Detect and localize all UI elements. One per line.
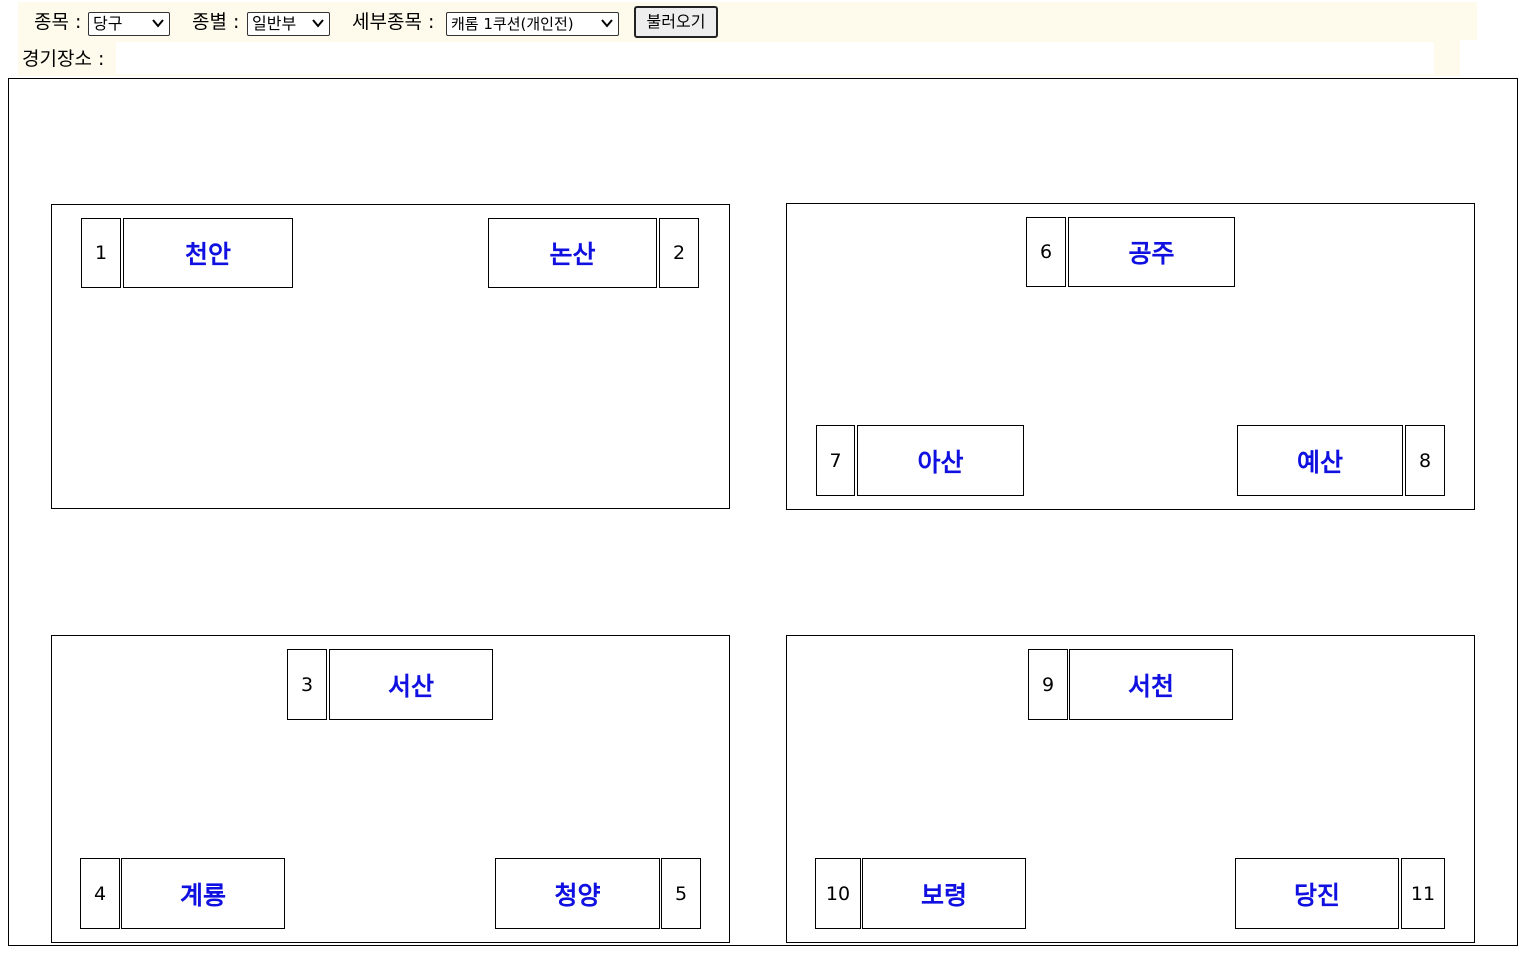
seed-number: 7 (829, 449, 842, 472)
group-box: 1 천안 논산 2 (51, 204, 730, 509)
seed-number: 10 (825, 882, 851, 905)
team-name: 청양 (554, 880, 601, 910)
seed-cell: 11 (1401, 858, 1445, 929)
team-name: 계룡 (179, 880, 226, 910)
team-name: 공주 (1128, 239, 1175, 268)
group-box: 6 공주 7 아산 예산 8 (786, 203, 1475, 510)
seed-cell: 4 (80, 858, 120, 929)
seed-cell: 5 (661, 858, 701, 929)
seed-number: 6 (1039, 241, 1053, 263)
team-name: 서산 (387, 671, 434, 701)
seed-cell: 1 (81, 218, 121, 288)
team-cell[interactable]: 공주 (1068, 217, 1235, 287)
seed-number: 9 (1041, 673, 1055, 696)
team-name: 보령 (920, 880, 967, 910)
team-name: 아산 (917, 447, 964, 477)
division-select[interactable]: 일반부 (247, 12, 330, 36)
event-label: 세부종목 : (352, 11, 435, 33)
venue-label: 경기장소 : (22, 48, 105, 70)
team-cell[interactable]: 보령 (862, 858, 1026, 929)
group-box: 3 서산 4 계룡 청양 5 (51, 635, 730, 943)
seed-number: 11 (1410, 882, 1436, 905)
team-cell[interactable]: 아산 (857, 425, 1024, 496)
team-name: 예산 (1296, 447, 1343, 477)
group-box: 9 서천 10 보령 당진 11 (786, 635, 1475, 943)
seed-cell: 3 (287, 649, 327, 720)
division-select-value: 일반부 (252, 14, 297, 33)
load-button[interactable]: 불러오기 (634, 6, 718, 38)
team-name: 당진 (1293, 880, 1340, 910)
sport-select-value: 당구 (93, 14, 123, 33)
team-cell[interactable]: 서천 (1069, 649, 1233, 720)
seed-number: 8 (1418, 449, 1432, 472)
venue-bar: 경기장소 : (18, 40, 1460, 76)
chevron-down-icon (601, 19, 613, 28)
seed-cell: 10 (815, 858, 861, 929)
bracket-area: 1 천안 논산 2 6 공주 7 아산 예산 8 (8, 78, 1518, 946)
seed-number: 3 (300, 673, 314, 696)
seed-number: 5 (674, 882, 688, 905)
seed-number: 2 (672, 242, 686, 264)
chevron-down-icon (312, 19, 324, 28)
team-cell[interactable]: 계룡 (121, 858, 285, 929)
seed-cell: 6 (1026, 217, 1066, 287)
team-cell[interactable]: 예산 (1237, 425, 1403, 496)
team-name: 논산 (549, 240, 596, 269)
seed-cell: 7 (816, 425, 855, 496)
team-name: 천안 (184, 240, 231, 269)
team-cell[interactable]: 청양 (495, 858, 660, 929)
seed-number: 4 (93, 882, 107, 905)
team-cell[interactable]: 천안 (123, 218, 293, 288)
seed-cell: 9 (1028, 649, 1068, 720)
seed-cell: 8 (1405, 425, 1445, 496)
seed-cell: 2 (659, 218, 699, 288)
filter-bar: 종목 : 당구 종별 : 일반부 세부종목 : 캐롬 1쿠션(개인전) 불러오기 (18, 2, 1477, 40)
event-select-value: 캐롬 1쿠션(개인전) (451, 15, 574, 33)
seed-number: 1 (94, 242, 108, 264)
team-cell[interactable]: 당진 (1235, 858, 1399, 929)
team-name: 서천 (1127, 671, 1174, 701)
chevron-down-icon (152, 19, 164, 28)
venue-value (116, 42, 1434, 74)
sport-select[interactable]: 당구 (88, 12, 170, 36)
sport-label: 종목 : (34, 11, 82, 33)
event-select[interactable]: 캐롬 1쿠션(개인전) (446, 12, 619, 36)
team-cell[interactable]: 서산 (329, 649, 493, 720)
division-label: 종별 : (192, 11, 240, 33)
team-cell[interactable]: 논산 (488, 218, 657, 288)
